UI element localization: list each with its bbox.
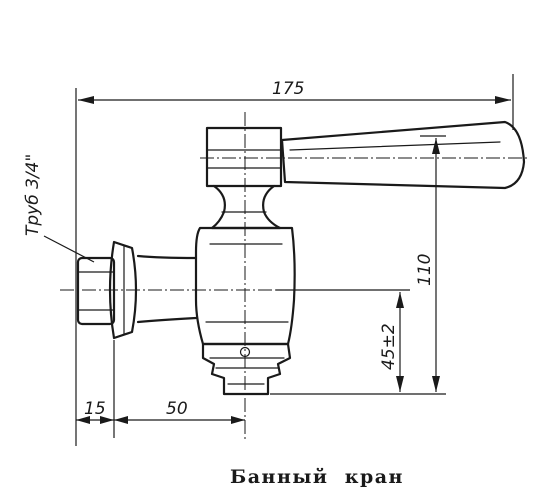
dimension-label-nut-length: 15 [84, 399, 106, 419]
coupling-flange [108, 240, 138, 340]
dimension-body-offset [114, 416, 245, 424]
dimension-label-height: 110 [415, 254, 435, 286]
drawing-caption: Банный кран [230, 466, 404, 488]
extension-lines [75, 74, 514, 446]
dimension-label-outlet-height: 45±2 [379, 323, 399, 370]
threaded-nut [76, 256, 116, 326]
stem-cap [205, 126, 283, 188]
thread-size-label: Труб 3/4" [23, 154, 43, 236]
outlet-spout [201, 342, 292, 396]
stem-neck [210, 184, 282, 230]
inlet-pipe [136, 254, 198, 324]
dimension-height [432, 138, 440, 392]
dimension-overall-length [78, 96, 511, 104]
faucet-handle [280, 120, 526, 190]
dimension-outlet-height [396, 292, 404, 392]
thread-leader [43, 235, 95, 263]
dimension-label-overall-length: 175 [272, 79, 304, 99]
dimension-nut-length [76, 416, 114, 424]
dimension-label-body-offset: 50 [166, 399, 188, 419]
